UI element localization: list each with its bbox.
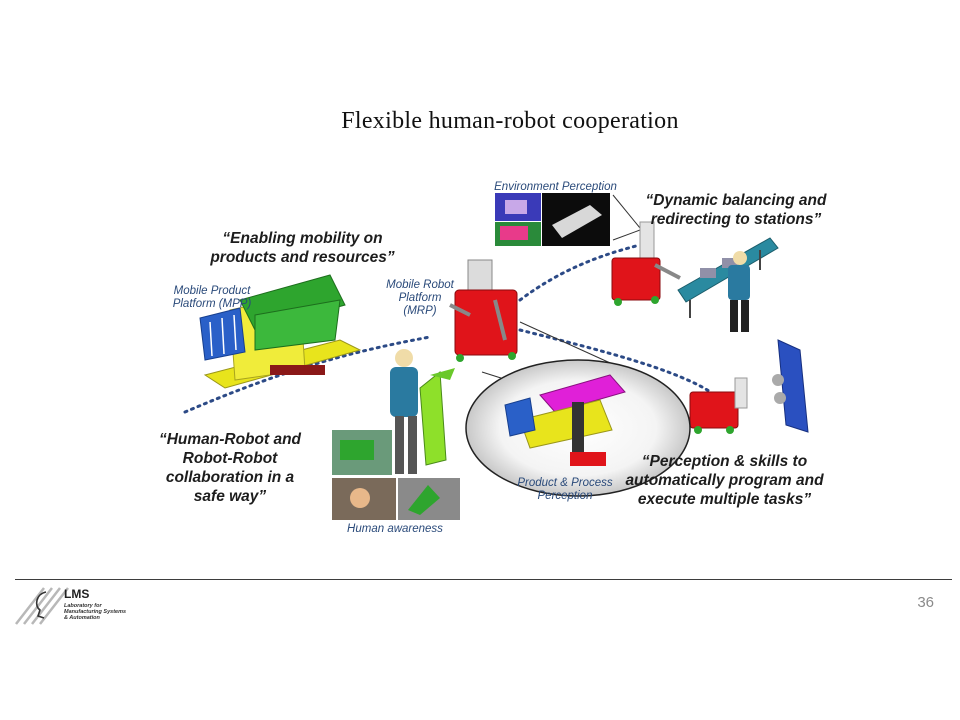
caption-product-process-perception: Product & Process Perception	[517, 477, 613, 502]
logo-subtitle-line-3: & Automation	[64, 615, 100, 621]
human-awareness-images	[332, 430, 460, 520]
conveyor-station	[677, 237, 779, 332]
robot-tasks	[689, 339, 809, 434]
footer-divider	[15, 579, 952, 580]
product-process-circle	[465, 359, 691, 497]
mobile-robot-platform	[449, 259, 518, 362]
caption-human-awareness: Human awareness	[347, 523, 443, 535]
lms-logo-icon	[15, 587, 69, 625]
environment-perception-images	[495, 193, 610, 246]
human-operator	[390, 349, 455, 474]
quote-perception: “Perception & skills to automatically pr…	[625, 453, 824, 508]
quote-balancing: “Dynamic balancing and redirecting to st…	[645, 192, 827, 228]
mobile-product-platform	[199, 274, 362, 389]
logo-title: LMS	[64, 587, 90, 601]
quote-collaboration: “Human-Robot and Robot-Robot collaborati…	[158, 431, 302, 505]
line-top	[518, 243, 642, 302]
caption-mrp: Mobile Robot Platform (MRP)	[386, 279, 454, 317]
page-title: Flexible human-robot cooperation	[341, 108, 679, 134]
robot-balancing	[611, 221, 681, 306]
quote-mobility: “Enabling mobility on products and resou…	[210, 230, 395, 266]
logo-subtitle-line-1: Laboratory for	[64, 603, 102, 609]
page-number: 36	[917, 594, 934, 611]
logo-subtitle-line-2: Manufacturing Systems	[64, 609, 127, 615]
line-right	[518, 328, 717, 397]
caption-mpp: Mobile Product Platform (MPP)	[172, 285, 252, 310]
caption-environment-perception: Environment Perception	[494, 181, 617, 193]
